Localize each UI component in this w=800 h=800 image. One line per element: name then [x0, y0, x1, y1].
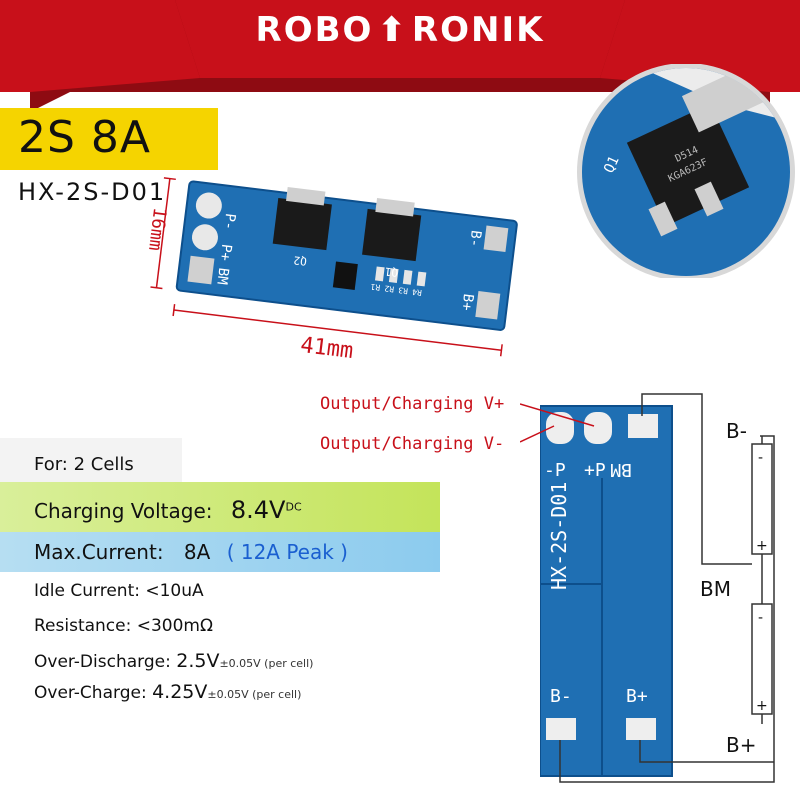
diagram-pad-p-plus [584, 412, 612, 444]
diagram-label-p-plus: +P [584, 460, 606, 481]
mosfet-q1 [362, 208, 422, 262]
spec-cells: For: 2 Cells [34, 454, 134, 475]
product-model: HX-2S-D01 [18, 178, 167, 206]
spec-max-current: Max.Current: 8A ( 12A Peak ) [34, 540, 348, 564]
max-current-bar [0, 532, 440, 572]
pcb-label-q2: Q2 [293, 253, 308, 268]
max-current-label: Max.Current: [34, 540, 164, 564]
diagram-pad-b-minus [546, 718, 576, 740]
diagram-label-b-plus: B+ [626, 686, 648, 707]
diagram-label-bm: BM [610, 459, 632, 480]
protection-ic [332, 261, 358, 290]
resistor-r2 [388, 268, 399, 284]
pcb-label-p-plus: P+ [216, 243, 234, 262]
pcb-label-p-minus: P- [220, 212, 238, 231]
pcb-label-q1: Q1 [384, 265, 399, 280]
height-dimension-line [155, 178, 171, 288]
resistor-r3 [402, 269, 413, 285]
pcb-body [175, 180, 518, 331]
cell1-minus-sign: - [758, 450, 763, 466]
banner-shape [0, 0, 800, 110]
output-plus-label: Output/Charging V+ [320, 394, 505, 414]
over-charge-value: 4.25V [152, 681, 208, 703]
board-top-photo: P- P+ BM B- B+ Q2 Q1 R1 R2 R3 R4 41mm 16… [144, 177, 518, 364]
spec-resistance: Resistance: <300mΩ [34, 616, 213, 636]
max-current-value: 8A [183, 540, 211, 564]
pad-b-minus [483, 225, 509, 253]
mosfet-q2 [272, 197, 332, 251]
cell2-plus-sign: + [756, 698, 768, 714]
arrow-up-icon: ⬆ [377, 10, 408, 50]
diagram-label-b-minus: B- [550, 686, 572, 707]
mosfet-q2-tab [286, 187, 326, 206]
cell2-minus-sign: - [758, 610, 763, 626]
pcb-label-r3: R3 [398, 285, 409, 295]
wire-b-minus [559, 435, 775, 783]
wire-b-plus [639, 740, 774, 763]
wire-label-bm: BM [700, 577, 731, 601]
pad-bm [187, 255, 215, 285]
wiring-diagram: -P +P BM B- B+ HX-2S-D01 - + - + B- BM B… [540, 393, 775, 783]
mosfet-zoom: Q1 D514 KGA623F [577, 64, 795, 278]
width-label: 41mm [299, 333, 355, 364]
product-title: 2S 8A [18, 112, 152, 163]
pad-p-minus [195, 192, 222, 219]
zoom-mosfet-body [626, 103, 750, 227]
pcb-label-b-plus: B+ [458, 293, 476, 312]
pcb-label-b-minus: B- [466, 229, 484, 248]
over-charge-label: Over-Charge: [34, 683, 147, 703]
pcb-label-r2: R2 [384, 284, 395, 294]
diagram-label-p-minus: -P [544, 460, 566, 481]
header-banner: ROBO⬆RONIK [0, 0, 800, 110]
resistor-r1 [375, 266, 385, 282]
wire-bm [641, 393, 752, 565]
spec-over-discharge: Over-Discharge: 2.5V±0.05V (per cell) [34, 650, 313, 672]
resistor-r4 [416, 271, 427, 287]
spec-over-charge: Over-Charge: 4.25V±0.05V (per cell) [34, 681, 301, 703]
width-dimension-line [173, 309, 502, 352]
charging-voltage-label: Charging Voltage: [34, 499, 213, 523]
pcb-label-bm: BM [213, 267, 231, 286]
over-discharge-tolerance: ±0.05V (per cell) [219, 657, 314, 670]
wire-label-b-minus: B- [726, 419, 747, 443]
diagram-pad-b-plus [626, 718, 656, 740]
diagram-pcb [540, 405, 673, 777]
wire-label-b-plus: B+ [726, 733, 756, 757]
brand-logo: ROBO⬆RONIK [0, 10, 800, 50]
pad-p-plus [191, 224, 218, 251]
charging-voltage-value: 8.4V [230, 496, 286, 524]
zoom-designator: Q1 [601, 154, 623, 176]
over-discharge-value: 2.5V [176, 650, 220, 672]
output-leader-lines [520, 403, 595, 443]
max-current-peak: ( 12A Peak ) [226, 540, 348, 564]
pad-b-plus [475, 291, 501, 320]
height-label: 16mm [144, 206, 170, 252]
output-minus-label: Output/Charging V- [320, 434, 505, 454]
pcb-label-r1: R1 [370, 282, 381, 292]
brand-name-right: RONIK [411, 10, 545, 50]
charging-voltage-bar [0, 482, 440, 534]
diagram-pad-p-minus [546, 412, 574, 444]
cells-box [0, 438, 182, 482]
spec-idle-current: Idle Current: <10uA [34, 581, 204, 601]
pcb-label-r4: R4 [412, 287, 423, 297]
over-discharge-label: Over-Discharge: [34, 652, 171, 672]
spec-charging-voltage: Charging Voltage: 8.4VDC [34, 496, 302, 524]
cell1-plus-sign: + [756, 538, 768, 554]
title-badge [0, 108, 218, 170]
brand-name-left: ROBO [255, 10, 374, 50]
diagram-board-label: HX-2S-D01 [547, 482, 571, 590]
over-charge-tolerance: ±0.05V (per cell) [207, 688, 302, 701]
mosfet-q1-tab [375, 197, 415, 217]
diagram-pad-bm [628, 414, 658, 438]
charging-voltage-sup: DC [285, 500, 302, 514]
